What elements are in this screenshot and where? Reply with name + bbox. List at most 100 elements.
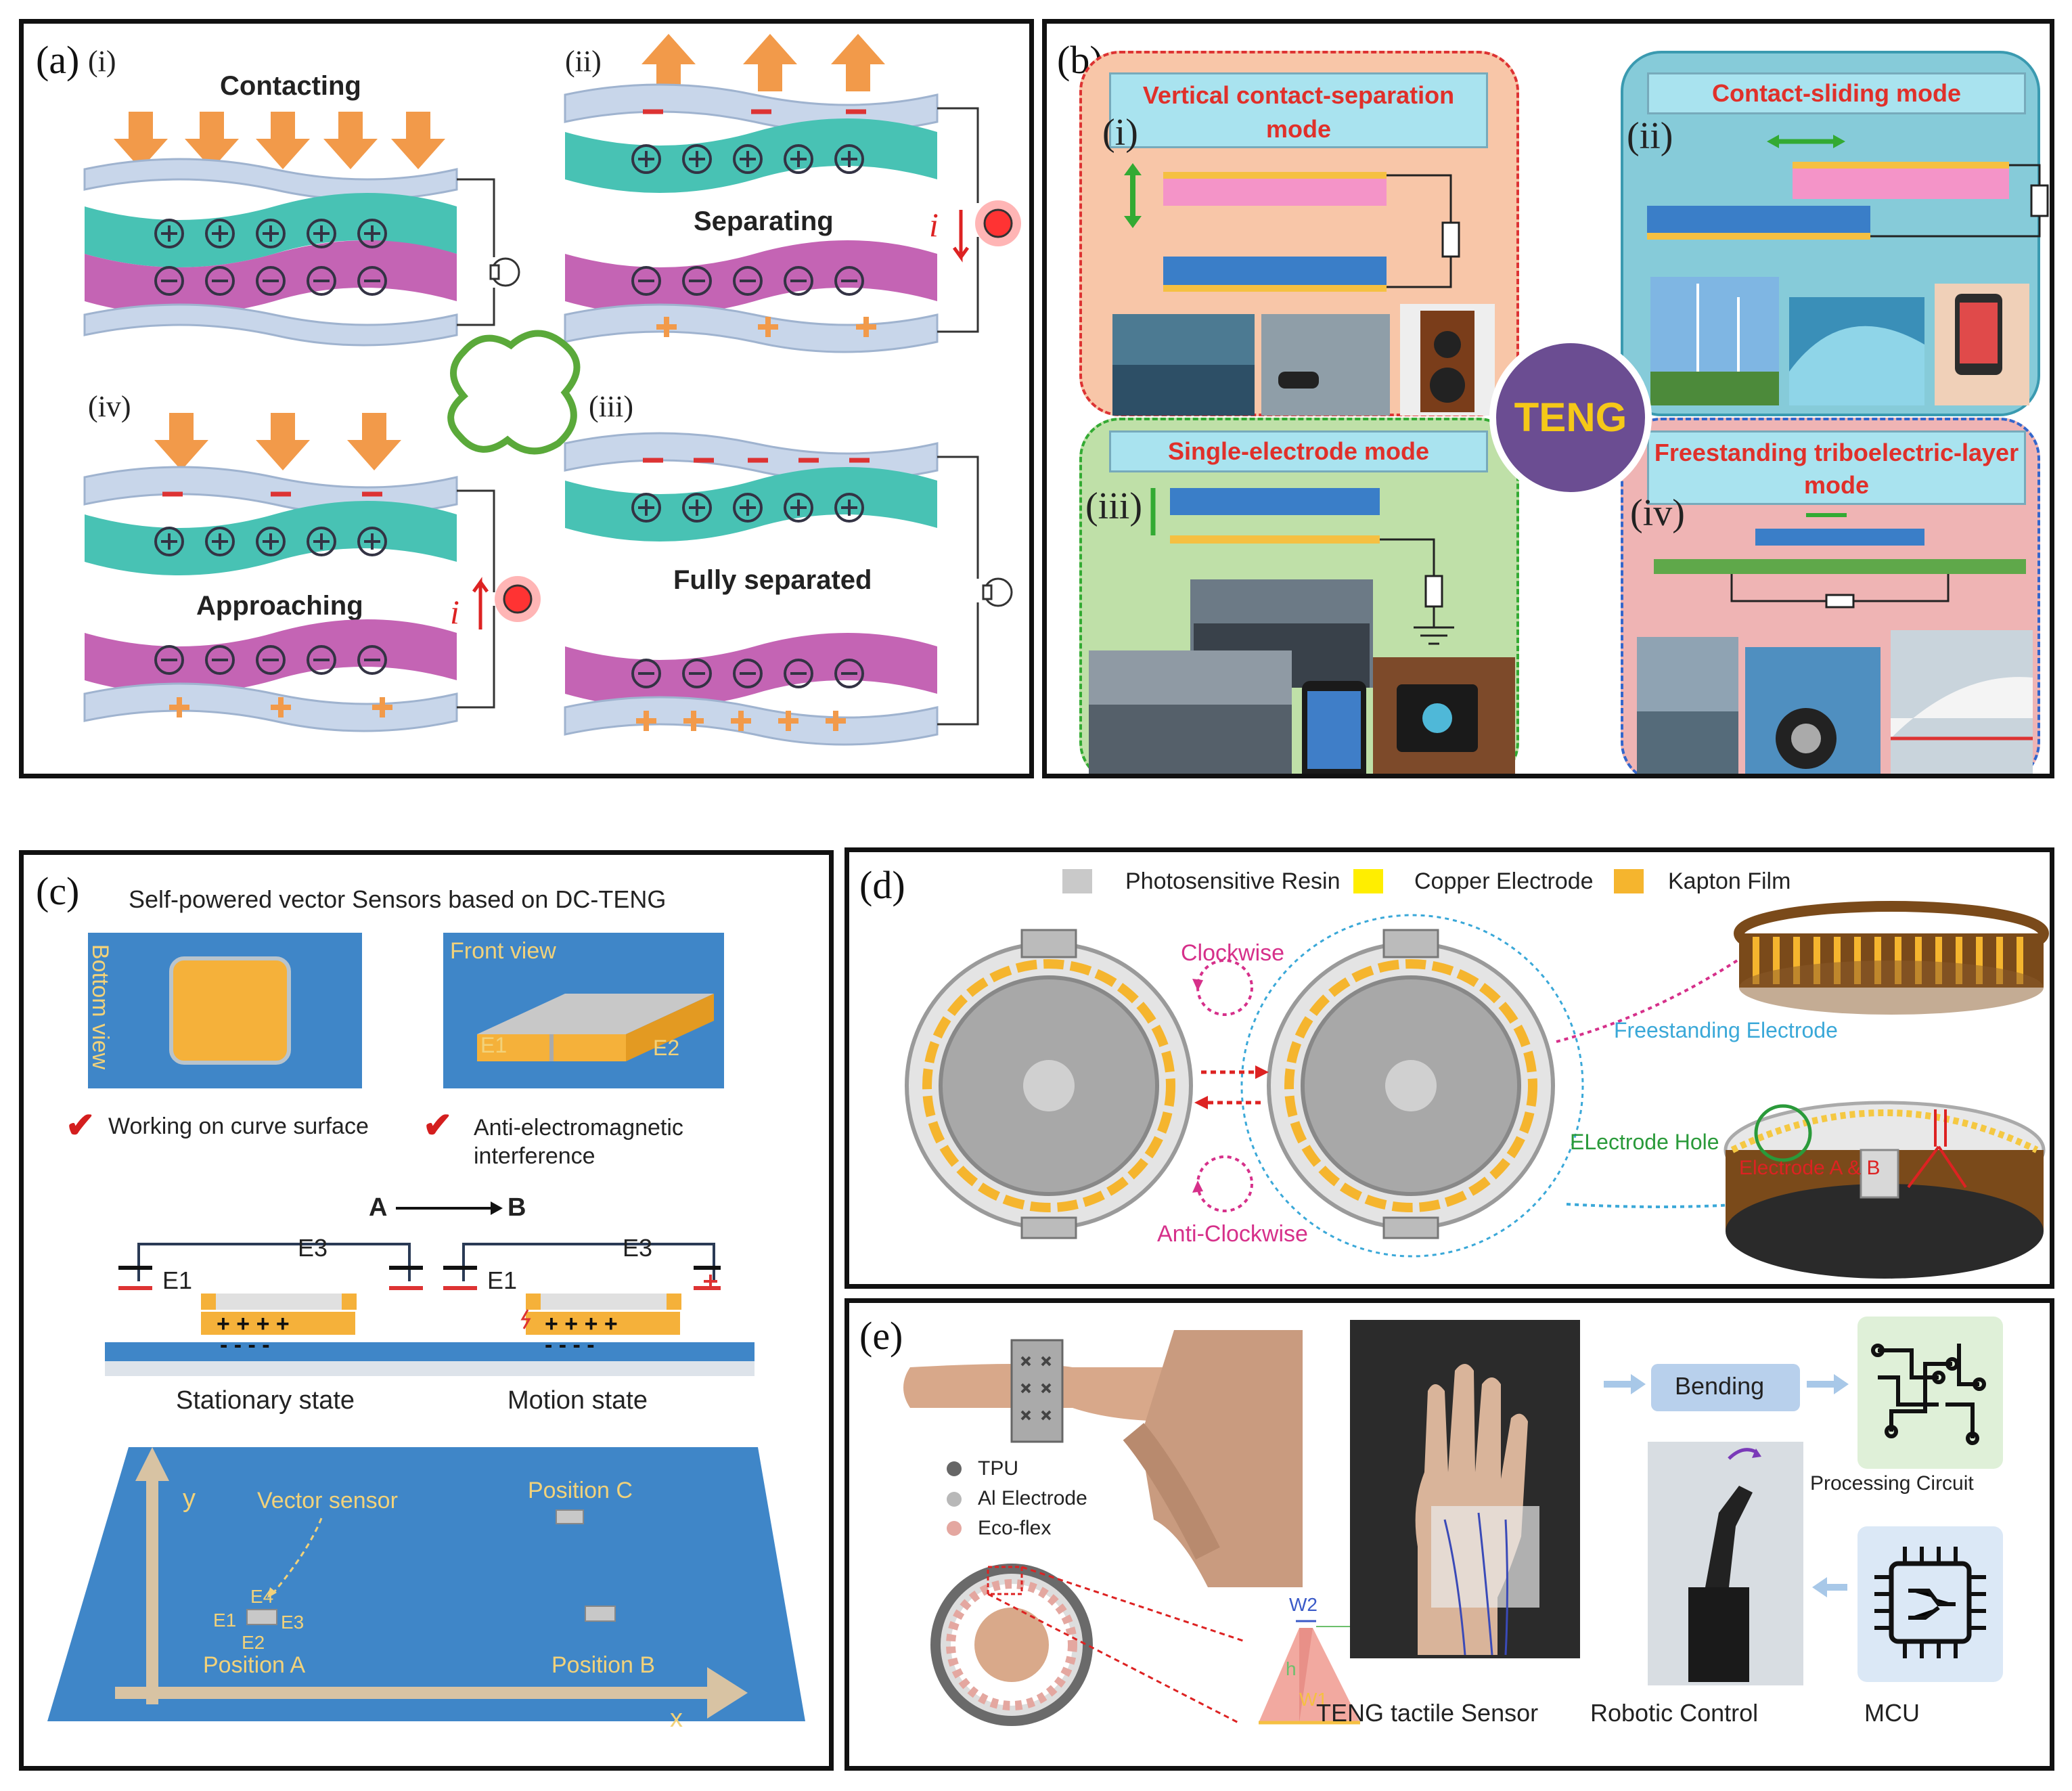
front-view-e2: E2 [653, 1036, 680, 1060]
dim-w1: W1 [1299, 1689, 1328, 1710]
cycle-arrows-icon [447, 330, 581, 455]
stage-iv-title: Approaching [196, 591, 363, 621]
sensor-e3: E3 [281, 1612, 305, 1633]
robotic-control-label: Robotic Control [1590, 1699, 1759, 1727]
vector-sensor-label: Vector sensor [257, 1488, 398, 1513]
state-e3-left: E3 [298, 1234, 328, 1262]
panel-c: (c) Self-powered vector Sensors based on… [19, 850, 834, 1771]
panel-e: (e) [844, 1298, 2054, 1771]
feature-curve: Working on curve surface [108, 1113, 369, 1139]
panel-e-label: (e) [859, 1314, 903, 1358]
position-c-label: Position C [528, 1478, 633, 1503]
feature-emi-text: Anti-electromagnetic interference [474, 1115, 683, 1169]
check-icon: ✔ [423, 1106, 453, 1145]
sensor-e1: E1 [213, 1610, 237, 1631]
sensor-e2: E2 [242, 1632, 265, 1653]
dim-w2: W2 [1289, 1594, 1317, 1615]
sensor-caption: TENG tactile Sensor [1316, 1699, 1539, 1727]
transition-to: B [508, 1193, 526, 1222]
front-view-box: Front view E1 E2 [443, 933, 724, 1088]
processing-circuit-label: Processing Circuit [1810, 1472, 1974, 1495]
bottom-view-pad [169, 956, 291, 1065]
legend-tpu: TPU [978, 1457, 1018, 1480]
stationary-state-label: Stationary state [176, 1386, 355, 1415]
legend-copper-swatch [1353, 869, 1383, 893]
mode-ii-numeral: (ii) [1627, 115, 1673, 157]
stage-iii-numeral: (iii) [589, 390, 633, 423]
mode-i-title-text: Vertical contact-separation mode [1142, 81, 1455, 143]
teng-center-badge: TENG [1489, 336, 1652, 499]
axis-y-label: y [183, 1484, 196, 1513]
stage-iv-current: i [450, 593, 459, 631]
mode-ii-diagram [1647, 135, 2049, 405]
rotary-teng-diagram [905, 901, 2049, 1279]
mode-single-electrode: Single-electrode mode (iii) [1079, 418, 1519, 774]
bulb-icon [489, 257, 520, 287]
mode-i-title: Vertical contact-separation mode [1109, 72, 1488, 148]
position-a-label: Position A [203, 1652, 306, 1678]
clockwise-label: Clockwise [1181, 940, 1285, 966]
panel-c-title: Self-powered vector Sensors based on DC-… [129, 885, 667, 913]
transition-from: A [369, 1193, 388, 1222]
electrode-ab-label: Electrode A & B [1739, 1157, 1880, 1179]
stage-i-title: Contacting [220, 71, 361, 101]
stage-iv-numeral: (iv) [88, 390, 131, 423]
legend-ecoflex: Eco-flex [978, 1517, 1052, 1539]
mode-iii-numeral: (iii) [1085, 485, 1142, 527]
stage-iv-graphic [83, 413, 541, 732]
legend-al-electrode: Al Electrode [978, 1487, 1087, 1509]
stage-ii-graphic [564, 34, 1021, 353]
electrode-hole-label: ELectrode Hole [1570, 1130, 1719, 1154]
mode-iv-title: Freestanding triboelectric-layer mode [1647, 430, 2026, 505]
stage-ii-title: Separating [694, 206, 834, 236]
mode-iii-title-text: Single-electrode mode [1167, 437, 1430, 465]
front-view-device [477, 994, 714, 1061]
feature-emi: Anti-electromagnetic interference [474, 1113, 717, 1170]
mode-iii-title: Single-electrode mode [1109, 430, 1488, 472]
mode-iv-numeral: (iv) [1630, 492, 1685, 534]
freestanding-electrode-label: Freestanding Electrode [1614, 1018, 1838, 1042]
front-view-label: Front view [450, 938, 556, 964]
mode-ii-title-text: Contact-sliding mode [1712, 79, 1961, 107]
axis-x-label: x [670, 1704, 683, 1733]
mode-sliding: Contact-sliding mode (ii) [1621, 51, 2049, 416]
svg-text:- - - -: - - - - [220, 1332, 270, 1358]
state-e3-right: E3 [623, 1234, 653, 1262]
stage-iii-graphic [564, 432, 1013, 746]
stage-iii-title: Fully separated [673, 565, 872, 595]
state-e1-right: E1 [487, 1266, 518, 1294]
panel-c-label: (c) [36, 869, 80, 913]
bulb-icon [982, 577, 1013, 607]
svg-text:+ + + +: + + + + [217, 1311, 290, 1337]
anticlockwise-label: Anti-Clockwise [1157, 1221, 1308, 1247]
stage-ii-numeral: (ii) [565, 45, 602, 78]
tactile-sensor-diagram [903, 1317, 2003, 1726]
mode-iii-diagram [1089, 488, 1515, 774]
front-view-e1: E1 [480, 1033, 508, 1057]
teng-center-label: TENG [1514, 395, 1627, 440]
sensor-e4: E4 [250, 1586, 274, 1607]
legend-copper: Copper Electrode [1414, 868, 1594, 894]
mode-iv-title-text: Freestanding triboelectric-layer mode [1654, 439, 2019, 499]
mode-vertical: Vertical contact-separation mode (i) [1079, 51, 1519, 416]
legend-resin: Photosensitive Resin [1125, 868, 1341, 894]
motion-state-label: Motion state [508, 1386, 648, 1415]
state-e1-left: E1 [162, 1266, 193, 1294]
panel-b: (b) Vertical contact-separation mode (i)… [1042, 19, 2054, 778]
arrow-right-icon [396, 1201, 503, 1215]
stage-i-numeral: (i) [88, 45, 116, 78]
panel-d: (d) Photosensitive Resin Copper Electrod… [844, 847, 2054, 1289]
mode-i-diagram [1112, 163, 1495, 416]
stage-i-graphic [83, 112, 520, 347]
mode-iv-diagram [1637, 513, 2033, 774]
mode-ii-title: Contact-sliding mode [1647, 72, 2026, 114]
states-diagram: + + + + + + + + - - - - - - - - [105, 1243, 755, 1376]
legend-kapton: Kapton Film [1668, 868, 1791, 894]
mcu-label: MCU [1864, 1699, 1920, 1727]
legend-kapton-swatch [1614, 869, 1644, 893]
mode-freestanding: Freestanding triboelectric-layer mode (i… [1621, 418, 2040, 774]
panel-d-label: (d) [859, 863, 905, 907]
mode-i-numeral: (i) [1102, 112, 1138, 154]
bending-label: Bending [1675, 1372, 1765, 1400]
legend-resin-swatch [1062, 869, 1092, 893]
